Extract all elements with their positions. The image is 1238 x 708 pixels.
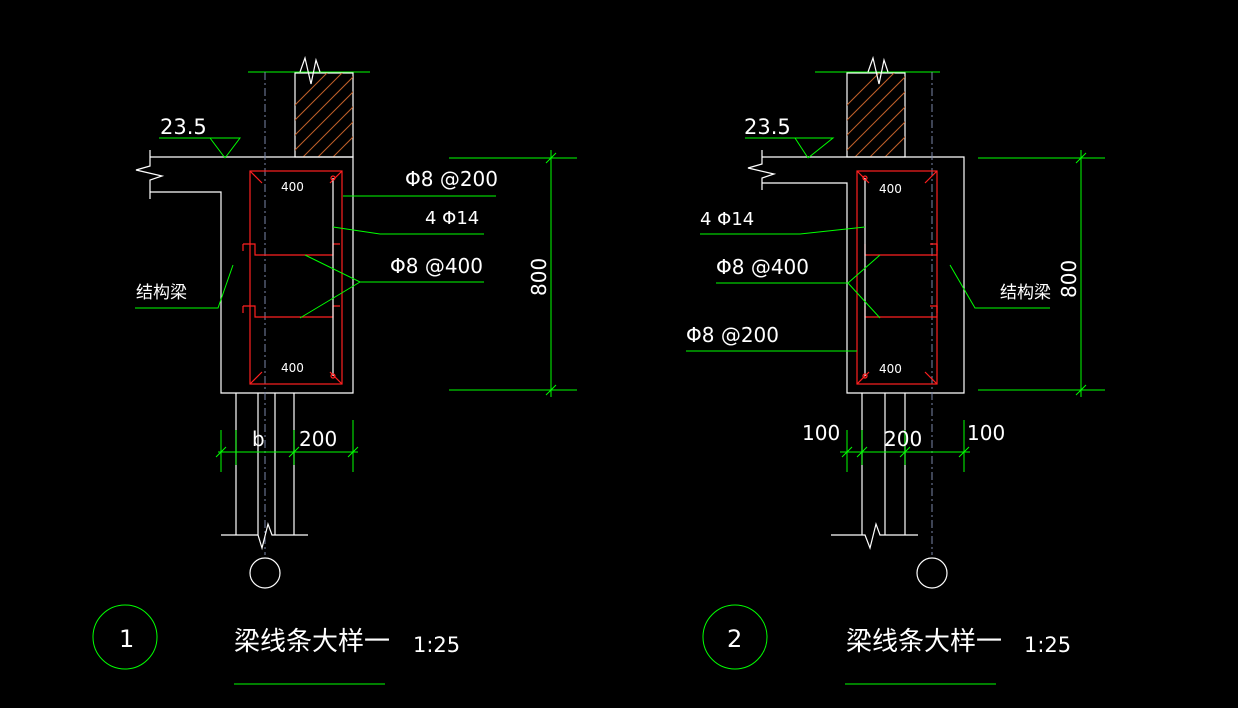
detail-2: 23.5 4 Φ14 Φ8 @400 Φ8 @200 结构梁 400 400 8… xyxy=(686,55,1105,685)
rebar-cage-1 xyxy=(242,170,343,385)
width-200-text-2: 200 xyxy=(884,427,922,451)
detail-number-circle-1 xyxy=(92,604,158,670)
rebar-main-text-2: 4 Φ14 xyxy=(700,209,754,230)
axis-bubble-1 xyxy=(249,557,281,589)
inner-top-text-2: 400 xyxy=(879,182,902,196)
width-left-text-2: 100 xyxy=(802,421,840,445)
axis-bubble-2 xyxy=(916,557,948,589)
masonry-wall-1 xyxy=(248,55,370,158)
leaders-1 xyxy=(135,137,496,319)
elevation-text-1: 23.5 xyxy=(160,115,207,139)
detail-number-1: 1 xyxy=(119,625,134,653)
rebar-stirrup-400-text-1: Φ8 @400 xyxy=(390,254,483,278)
detail-number-circle-2 xyxy=(702,604,768,670)
elevation-text-2: 23.5 xyxy=(744,115,791,139)
rebar-stirrup-400-text-2: Φ8 @400 xyxy=(716,255,809,279)
rebar-main-text-1: 4 Φ14 xyxy=(425,208,479,229)
dimensions-1 xyxy=(215,150,577,472)
rebar-stirrup-200-text-1: Φ8 @200 xyxy=(405,167,498,191)
beam-label-1: 结构梁 xyxy=(136,283,187,303)
leaders-2 xyxy=(686,137,1050,352)
detail-1: 23.5 Φ8 @200 4 Φ14 Φ8 @400 结构梁 400 400 8… xyxy=(92,55,577,685)
height-dim-text-2: 800 xyxy=(1057,260,1081,298)
detail-title-2: 梁线条大样一 xyxy=(846,627,1002,657)
column-below-2 xyxy=(831,393,948,589)
width-b-text-1: b xyxy=(252,427,265,451)
inner-bottom-text-1: 400 xyxy=(281,361,304,375)
detail-scale-1: 1:25 xyxy=(413,633,460,657)
height-dim-text-1: 800 xyxy=(527,258,551,296)
width-200-text-1: 200 xyxy=(299,427,337,451)
rebar-stirrup-200-text-2: Φ8 @200 xyxy=(686,323,779,347)
detail-scale-2: 1:25 xyxy=(1024,633,1071,657)
width-right-text-2: 100 xyxy=(967,421,1005,445)
rebar-cage-2 xyxy=(856,170,938,385)
masonry-wall-2 xyxy=(815,55,940,158)
inner-bottom-text-2: 400 xyxy=(879,362,902,376)
detail-title-1: 梁线条大样一 xyxy=(234,627,390,657)
beam-label-2: 结构梁 xyxy=(1000,283,1051,303)
beam-outline-2 xyxy=(747,72,965,555)
beam-outline-1 xyxy=(135,72,354,555)
inner-top-text-1: 400 xyxy=(281,180,304,194)
dimensions-2 xyxy=(840,150,1105,472)
detail-number-2: 2 xyxy=(727,625,742,653)
